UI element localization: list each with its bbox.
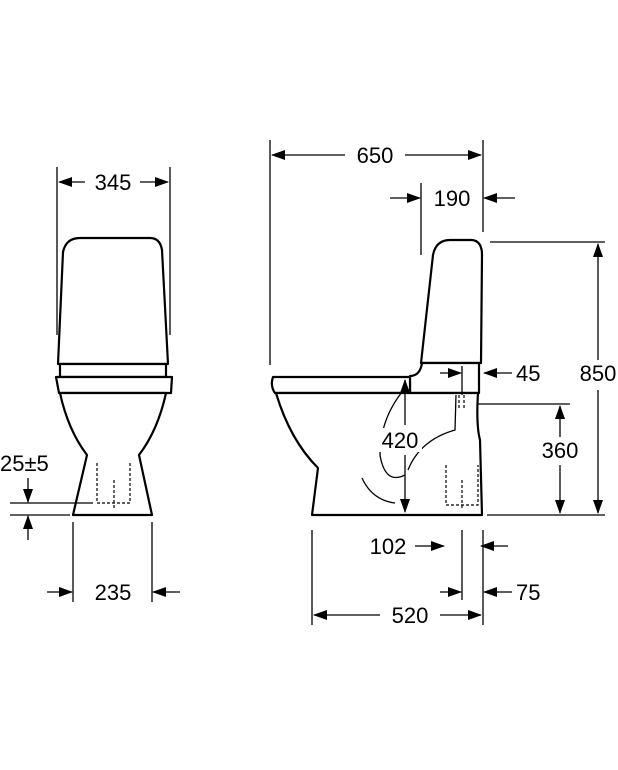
side-trapway (361, 391, 457, 504)
dim-drain-75: 75 (516, 580, 540, 605)
dim-height-850: 850 (580, 361, 617, 386)
front-view: 345 25±5 235 (0, 167, 180, 605)
dim-floor-offset: 25±5 (0, 451, 49, 476)
front-seat-rim (54, 375, 174, 395)
dim-inlet-360: 360 (542, 438, 579, 463)
side-tank-connector (408, 361, 481, 395)
side-drain-hidden (445, 465, 479, 510)
dim-width-345: 345 (95, 170, 132, 195)
dim-offset-45: 45 (516, 361, 540, 386)
front-tank (56, 236, 170, 366)
dim-base-width-235: 235 (95, 580, 132, 605)
dim-base-520: 520 (392, 603, 429, 628)
front-tank-band (58, 362, 168, 379)
side-bowl (274, 391, 484, 517)
side-view: 650 190 45 850 360 420 102 (269, 140, 617, 628)
dim-tank-190: 190 (434, 186, 471, 211)
front-drain-hidden (96, 463, 131, 510)
dim-seat-420: 420 (382, 428, 419, 453)
side-inlet-hidden (458, 395, 465, 410)
side-seat-rim (270, 375, 412, 395)
dim-depth-650: 650 (357, 143, 394, 168)
front-bowl (58, 391, 168, 517)
dim-drain-102: 102 (370, 534, 407, 559)
side-tank (419, 238, 484, 365)
